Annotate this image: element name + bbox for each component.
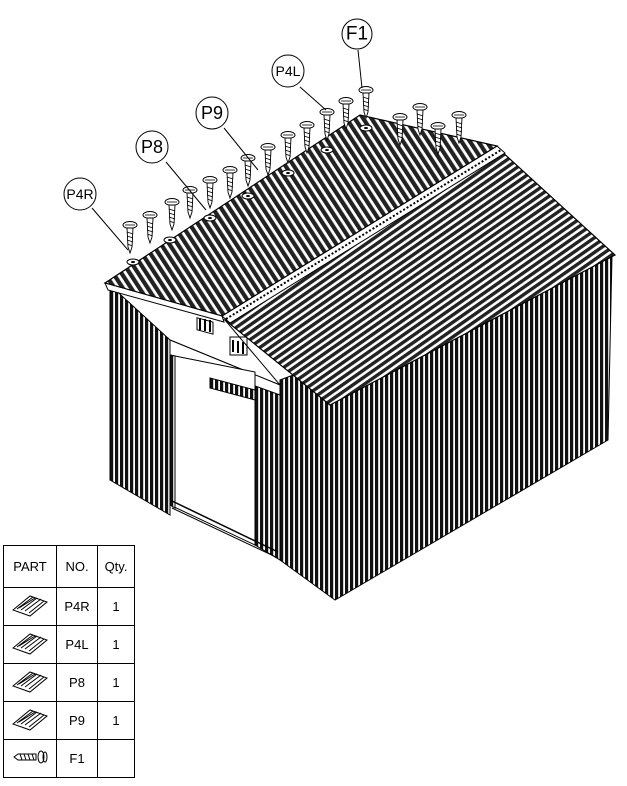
part-number: P8 xyxy=(56,663,98,702)
screw-icon xyxy=(3,739,57,778)
table-row: P8 1 xyxy=(3,663,135,702)
table-row: P4R 1 xyxy=(3,587,135,626)
parts-table-header: PART NO. Qty. xyxy=(3,545,135,588)
callout-f1-label: F1 xyxy=(346,24,368,45)
part-qty: 1 xyxy=(97,663,135,702)
gable-vent-left xyxy=(196,317,214,335)
callout-p9: P9 xyxy=(195,96,259,171)
door-opening xyxy=(169,354,279,559)
callout-p9-label: P9 xyxy=(201,103,223,123)
header-no: NO. xyxy=(56,545,98,588)
callout-p4l-label: P4L xyxy=(276,63,301,79)
part-qty xyxy=(97,739,135,778)
callout-p8: P8 xyxy=(135,130,207,211)
roof-left-slope xyxy=(103,114,499,323)
roof-panel-icon xyxy=(3,701,57,740)
parts-table: PART NO. Qty. P4R 1 P4L 1 P8 1 P9 xyxy=(3,545,135,778)
callout-p4l: P4L xyxy=(271,54,327,111)
table-row: P4L 1 xyxy=(3,625,135,664)
roof-panel-icon xyxy=(3,625,57,664)
roof-panel-icon xyxy=(3,663,57,702)
table-row: F1 xyxy=(3,739,135,778)
callout-p4r: P4R xyxy=(63,177,129,251)
callout-p8-label: P8 xyxy=(141,137,163,157)
callout-p4r-label: P4R xyxy=(66,186,93,202)
part-qty: 1 xyxy=(97,625,135,664)
part-number: P4R xyxy=(56,587,98,626)
callout-f1: F1 xyxy=(341,18,373,89)
part-number: P9 xyxy=(56,701,98,740)
header-part: PART xyxy=(3,545,57,588)
part-number: P4L xyxy=(56,625,98,664)
part-qty: 1 xyxy=(97,701,135,740)
table-row: P9 1 xyxy=(3,701,135,740)
gable-vent-right xyxy=(229,336,248,356)
header-qty: Qty. xyxy=(97,545,135,588)
part-qty: 1 xyxy=(97,587,135,626)
part-number: F1 xyxy=(56,739,98,778)
roof-panel-icon xyxy=(3,587,57,626)
